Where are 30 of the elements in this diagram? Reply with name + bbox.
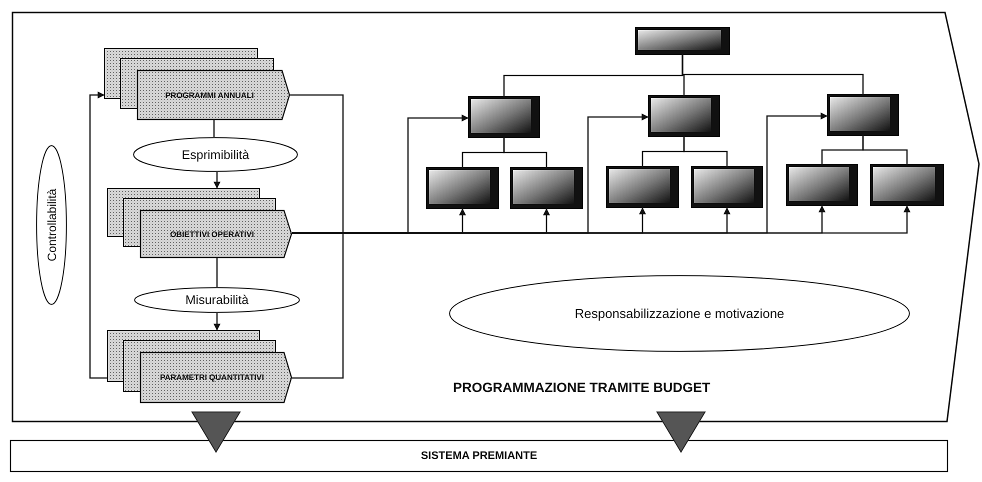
oval-shape <box>133 137 298 172</box>
arrow <box>89 92 107 379</box>
downward-arrow <box>191 412 241 453</box>
document-stack <box>107 330 292 403</box>
stack-label: PARAMETRI QUANTITATIVI <box>159 372 265 384</box>
arrow <box>214 172 220 189</box>
oval-label: Responsabilizzazione e motivazione <box>574 306 784 321</box>
connector-line <box>216 258 218 287</box>
connector-line <box>682 55 864 94</box>
oval-shape <box>134 287 300 313</box>
connector-line <box>862 136 908 164</box>
stack-label: OBIETTIVI OPERATIVI <box>169 228 255 240</box>
downward-arrow <box>656 412 706 453</box>
banner-bar <box>10 440 948 472</box>
connector-line <box>683 137 728 166</box>
connector-line <box>213 120 215 137</box>
connector-line <box>290 94 344 379</box>
oval-label: Controllabilità <box>44 188 58 262</box>
oval-shape <box>449 275 910 352</box>
oval-label: Esprimibilità <box>182 148 250 162</box>
oval-label: Misurabilità <box>185 293 249 307</box>
document-stack <box>104 48 290 120</box>
banner-label: SISTEMA PREMIANTE <box>420 450 538 462</box>
document-stack <box>107 188 292 258</box>
stack-label: PROGRAMMI ANNUALI <box>164 90 255 102</box>
frame-title: PROGRAMMAZIONE TRAMITE BUDGET <box>453 380 710 395</box>
oval-shape <box>36 145 67 305</box>
budget-frame <box>12 12 980 422</box>
arrow <box>214 313 220 331</box>
connector-line <box>503 138 548 167</box>
